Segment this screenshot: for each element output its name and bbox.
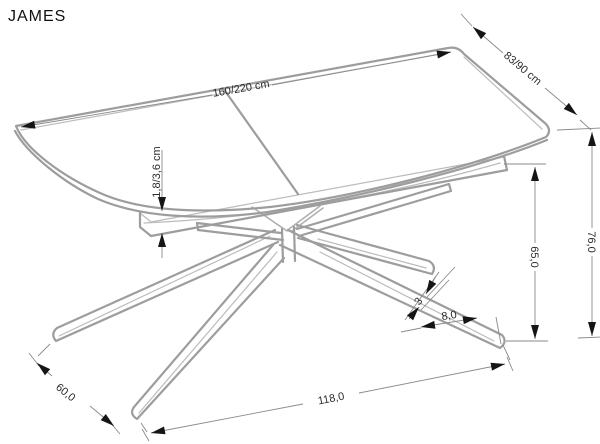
extension-lines	[400, 316, 502, 345]
dim-length-label: 160/220 cm	[212, 78, 271, 100]
leg-back-left	[52, 228, 280, 343]
dim-underframe-height-label: 65,0	[528, 246, 540, 267]
dimension-line	[20, 94, 213, 129]
leg-back-right-inner-line	[317, 238, 427, 269]
drawing-title: JAMES	[8, 8, 66, 25]
dimension-line	[472, 26, 504, 54]
dim-underframe-height: 65,0	[504, 163, 548, 342]
dim-base-width-label: 60,0	[53, 381, 77, 404]
pedestal-strut-right	[295, 182, 453, 238]
dim-top-thickness: 1,8/3,6 cm	[151, 146, 166, 258]
dimension-line	[89, 405, 115, 427]
tabletop-right-edge-band	[463, 56, 543, 130]
apron-left-end	[138, 211, 153, 238]
dimension-line	[420, 316, 478, 329]
leg-back-right	[295, 223, 436, 276]
dim-base-length-label: 118,0	[317, 391, 346, 408]
main-outlines	[13, 46, 551, 421]
leg-front-right-inner-line	[319, 251, 495, 342]
dim-base-length: 118,0	[140, 344, 514, 442]
dimension-line	[271, 50, 452, 86]
apron-left-end-top	[139, 212, 152, 223]
pedestal-column	[280, 225, 297, 264]
dimension-line	[36, 362, 53, 377]
dimension-arrow	[425, 275, 437, 295]
leg-front-left	[130, 243, 286, 421]
dimension-arrow	[406, 306, 420, 321]
dimension-line	[150, 403, 304, 435]
dim-leg-width-label: 8,0	[441, 309, 458, 323]
leg-front-left-inner-line	[138, 251, 278, 414]
leg-back-left-inner-line	[58, 235, 271, 337]
dim-depth-label: 83/90 cm	[501, 50, 543, 88]
extension-ticks	[504, 163, 548, 342]
tabletop-front-edge-band	[13, 129, 549, 218]
dim-base-width: 60,0	[28, 343, 121, 435]
extension-lines	[37, 343, 51, 357]
dim-total-height-label: 76,0	[585, 231, 597, 252]
leg-front-right	[278, 228, 506, 350]
tabletop-outline	[14, 46, 551, 212]
dim-top-thickness-label: 1,8/3,6 cm	[151, 146, 163, 197]
apron-right-end	[502, 154, 509, 172]
extension-ticks	[556, 127, 600, 339]
pedestal-gussets	[251, 205, 324, 232]
dimension-line	[544, 87, 578, 116]
dim-total-height: 76,0	[556, 127, 600, 339]
dimension-line	[358, 362, 506, 394]
extension-ticks	[141, 356, 514, 442]
extension-lines	[140, 344, 511, 433]
pedestal-strut-left	[195, 221, 285, 242]
tabletop-extension-seam	[221, 86, 300, 196]
dim-leg-width: 8,0	[400, 309, 502, 345]
